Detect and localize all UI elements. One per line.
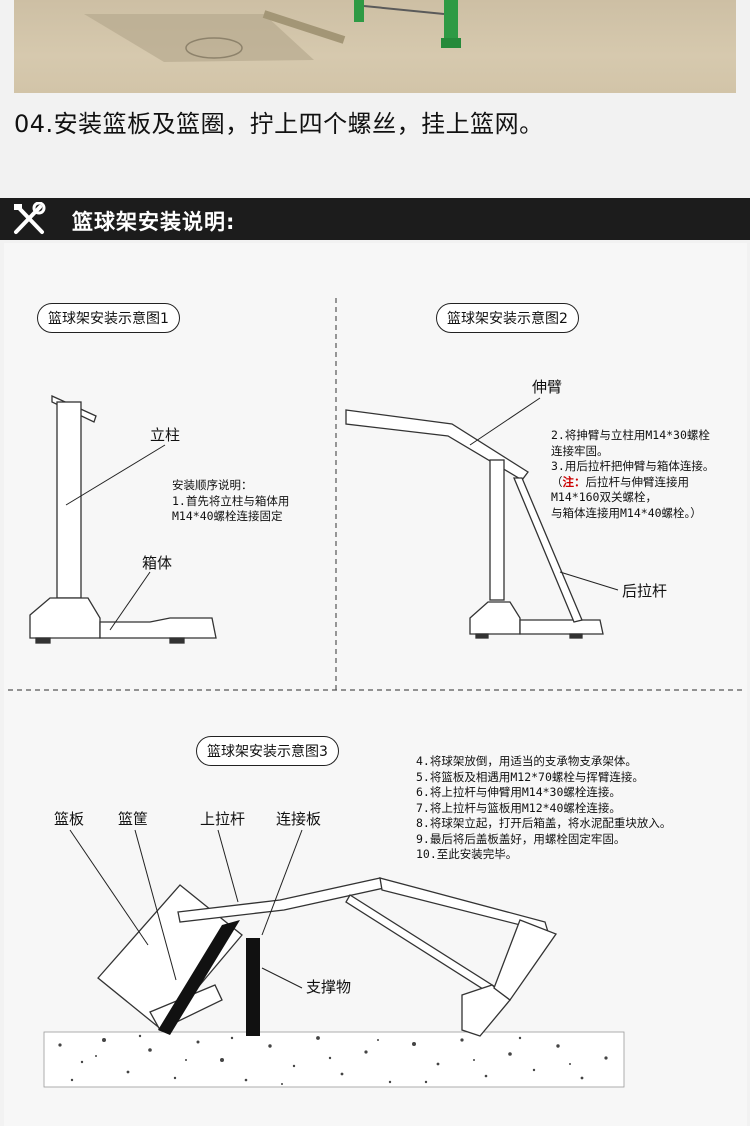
diagram3-steps: 4.将球架放倒，用适当的支承物支承架体。 5.将篮板及相遇用M12*70螺栓与挥… [416, 754, 671, 863]
note-open-paren: （ [551, 474, 563, 489]
box-label: 箱体 [142, 554, 173, 572]
diagram2-note: 2.将抻臂与立柱用M14*30螺栓 连接牢固。 3.用后拉杆把伸臂与箱体连接。 … [551, 428, 714, 521]
diagram1-note-line2: M14*40螺栓连接固定 [172, 509, 283, 523]
step-line: 8.将球架立起，打开后箱盖，将水泥配重块放入。 [416, 816, 672, 830]
diagram2-title: 篮球架安装示意图2 [436, 303, 579, 333]
note-text: 后拉杆与伸臂连接用 [585, 474, 690, 489]
diagram2-drawing [345, 397, 619, 639]
hoop-label: 篮筐 [118, 810, 149, 828]
diagram2-note-line1: 2.将抻臂与立柱用M14*30螺栓 [551, 428, 710, 442]
step-caption: 04.安装篮板及篮圈，拧上四个螺丝，挂上篮网。 [14, 110, 544, 138]
note-warning: 注： [562, 474, 586, 489]
diagram2-note-line4: （注：后拉杆与伸臂连接用 [551, 475, 714, 491]
diagram1-note: 安装顺序说明： 1.首先将立柱与箱体用 M14*40螺栓连接固定 [172, 478, 289, 525]
step-line: 9.最后将后盖板盖好，用螺栓固定牢固。 [416, 831, 626, 846]
diagram1-title: 篮球架安装示意图1 [37, 303, 180, 333]
step-line: 7.将上拉杆与篮板用M12*40螺栓连接。 [416, 800, 621, 815]
step-line: 10.至此安装完毕。 [416, 847, 518, 861]
section-header: 篮球架安装说明: [0, 198, 750, 240]
step-line: 6.将上拉杆与伸臂用M14*30螺栓连接。 [416, 785, 621, 799]
diagram1-note-title: 安装顺序说明： [172, 478, 253, 492]
diagram2-note-line3: 3.用后拉杆把伸臂与箱体连接。 [551, 459, 715, 473]
backboard-label: 篮板 [54, 810, 85, 828]
diagram1-note-line1: 1.首先将立柱与箱体用 [172, 493, 290, 508]
step-line: 4.将球架放倒，用适当的支承物支承架体。 [416, 754, 637, 768]
photo-scene [84, 0, 461, 62]
product-photo [14, 0, 736, 93]
connector-plate-label: 连接板 [276, 810, 322, 828]
post-label: 立柱 [150, 426, 181, 444]
diagram3-title: 篮球架安装示意图3 [196, 736, 339, 766]
support-label: 支撑物 [306, 978, 352, 996]
tools-icon [14, 202, 46, 234]
upper-rod-label: 上拉杆 [200, 810, 246, 828]
step-line: 5.将篮板及相遇用M12*70螺栓与挥臂连接。 [416, 769, 644, 784]
diagram2-note-line5: M14*160双关螺栓， [551, 490, 657, 504]
rear-rod-label: 后拉杆 [622, 582, 668, 600]
section-title: 篮球架安装说明: [72, 210, 236, 234]
diagram1-drawing [29, 394, 217, 644]
ground-texture [58, 1034, 608, 1085]
diagram2-note-line2: 连接牢固。 [551, 443, 609, 458]
diagram2-note-line6: 与箱体连接用M14*40螺栓。） [551, 505, 702, 520]
arm-label: 伸臂 [532, 378, 563, 396]
diagram3-drawing [43, 829, 625, 1088]
